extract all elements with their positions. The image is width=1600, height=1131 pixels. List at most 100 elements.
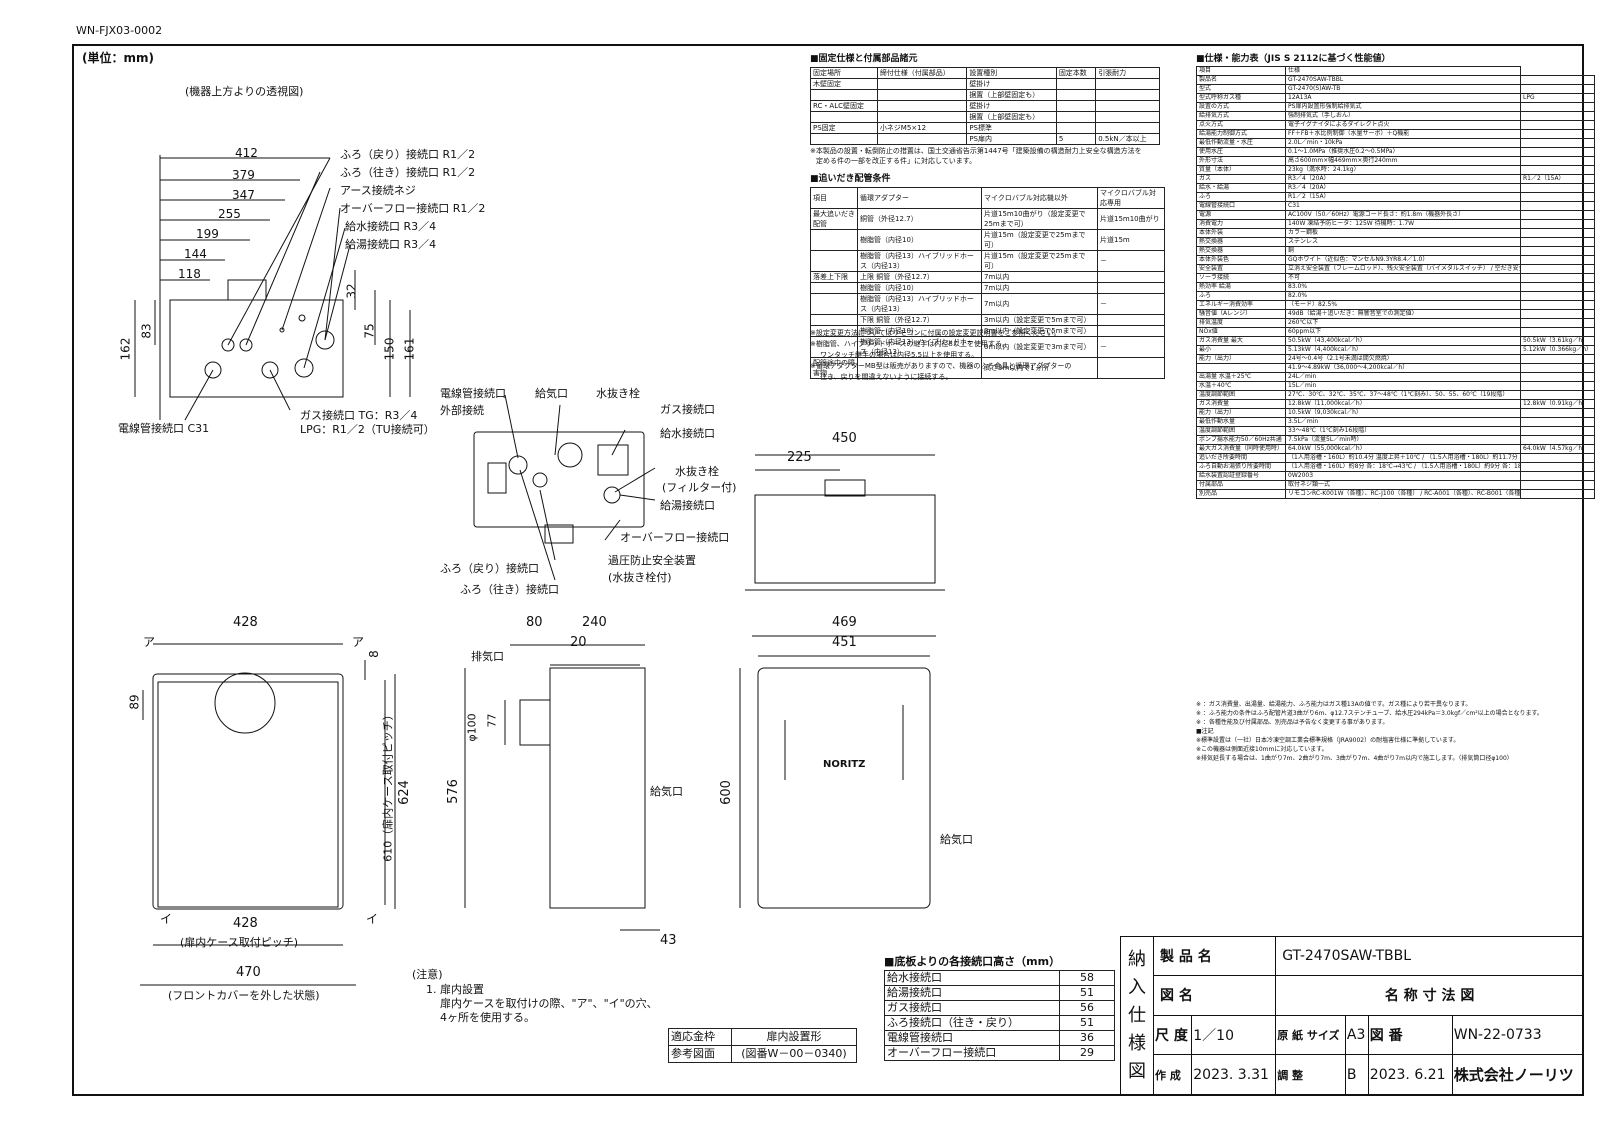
spec-row-cell-1: 23kg（満水時：24.1kg）	[1285, 165, 1522, 175]
spec-row-cell-2	[1520, 327, 1596, 337]
spec-row-cell-2	[1520, 84, 1596, 94]
tb-adj: 2023. 6.21	[1367, 1053, 1453, 1097]
spec-safety-cell-2	[1520, 264, 1596, 274]
spec-row: エネルギー消費効率（モード）82.5%	[1195, 300, 1596, 310]
spec-row-cell-2	[1520, 309, 1596, 319]
spec-row-cell-1: 50.5kW（43,400kcal／h）	[1285, 336, 1522, 346]
spec-note: ※標準設置は（一社）日本冷凍空調工業会標準規格（JRA9002）の耐塩害仕様に準…	[1196, 737, 1460, 744]
spec-row-cell-0: 付属部品	[1195, 480, 1287, 490]
bv-overflow: オーバーフロー接続口	[620, 531, 730, 544]
spec-row-cell-2	[1520, 255, 1596, 265]
spec-row-cell-2	[1520, 165, 1596, 175]
spec-row-cell-0: ポンプ揚水能力50／60Hz共通	[1195, 435, 1287, 445]
spec-row-cell-2	[1520, 435, 1596, 445]
dim-118: 118	[178, 267, 201, 281]
callout-bath-supply: ふろ（往き）接続口 R1／2	[340, 166, 476, 179]
bv-filter: (フィルター付)	[662, 481, 737, 494]
spec-reheat-cell-1: （1人用浴槽・160L）約10.4分 温度上昇＋10℃ / （1.5人用浴槽・1…	[1285, 453, 1522, 463]
fix-row-cell-0	[810, 111, 878, 123]
pipe-n1: ※設定変更方法についてはリモコンに付属の設定変更説明書をご参照ください。	[810, 329, 1061, 337]
pipe-row-cell-1: 樹脂管（内径10）	[857, 282, 982, 294]
spec-row-cell-0: 消費電力	[1195, 219, 1287, 229]
spec-row-cell-0: ガス消費量	[1195, 399, 1287, 409]
pipe-row-cell-2: 7m以内	[981, 282, 1098, 294]
sv-576: 576	[445, 779, 461, 804]
pipe-row-cell-1: 上限 銅管（外径12.7）	[857, 271, 982, 283]
tb-company: 株式会社ノーリツ	[1451, 1053, 1585, 1097]
spec-row-cell-2	[1520, 138, 1596, 148]
spec-row-cell-2	[1520, 354, 1596, 364]
fix-row-cell-0	[810, 133, 878, 145]
height-row-cell-0: 給水接続口	[884, 970, 1060, 986]
pipe-row-cell-2: 3m以内（設定変更で5mまで可）	[981, 314, 1098, 326]
spec-row-cell-2	[1520, 318, 1596, 328]
fv-451: 451	[832, 635, 857, 650]
spec-row-cell-2	[1520, 219, 1596, 229]
fix-table: 固定場所締付仕様（付属部品）設置種別固定本数引張耐力木壁固定壁掛け据置（上部壁固…	[810, 67, 1160, 145]
pipe-row-cell-3	[1096, 314, 1166, 326]
spec-row-cell-1: 12.8kW（11,000kcal／h）	[1285, 399, 1522, 409]
spec-row-cell-1: 41.9〜4.89kW（36,000〜4,200kcal／h）	[1285, 363, 1522, 373]
height-row-cell-1: 56	[1059, 1000, 1115, 1016]
dim-144: 144	[184, 247, 207, 261]
spec-row-cell-0: 熱交換器	[1195, 237, 1287, 247]
fix-row-cell-0: PS固定	[810, 122, 878, 134]
spec-row-cell-2	[1520, 363, 1596, 373]
spec-row-cell-0: 水温＋40℃	[1195, 381, 1287, 391]
fix-row-cell-1	[876, 78, 968, 90]
spec-row-cell-0: 最低作動水量	[1195, 417, 1287, 427]
dim-150: 150	[382, 337, 397, 361]
spec-row-cell-1: 82.0%	[1285, 291, 1522, 301]
fix-row-cell-0: RC・ALC壁固定	[810, 100, 878, 112]
spec-row: 質量（本体）23kg（満水時：24.1kg）	[1195, 165, 1596, 175]
tb-v1: 納	[1128, 949, 1146, 970]
spec-row-cell-0	[1195, 363, 1287, 373]
tb-paper: A3	[1344, 1014, 1369, 1055]
dim-199: 199	[196, 227, 219, 241]
dim-32: 32	[344, 283, 359, 299]
sv-240: 240	[582, 615, 607, 630]
fix-row-cell-4	[1095, 100, 1160, 112]
fix-row-cell-4: 0.5kN／本以上	[1095, 133, 1160, 145]
pipe-row: 最大追いだき配管銅管（外径12.7）片道15m10曲がり（設定変更で25mまで可…	[809, 208, 1166, 230]
spec-row-cell-0: ソーラ接続	[1195, 273, 1287, 283]
dim-255: 255	[218, 207, 241, 221]
fix-row-cell-1	[876, 133, 968, 145]
fix-header-cell-4: 引張耐力	[1095, 67, 1160, 79]
spec-row-cell-1: 0W2003	[1285, 471, 1522, 481]
fix-row-cell-4	[1095, 78, 1160, 90]
fc-428: 428	[233, 615, 258, 630]
spec-options: 別売品リモコンRC-K001W（各種）、RC-J100（各種） / RC-A00…	[1195, 489, 1596, 499]
callout-gas-2: LPG：R1／2（TU接続可）	[300, 423, 435, 436]
dim-162: 162	[118, 337, 133, 361]
spec-row-cell-0: 能力（出力）	[1195, 354, 1287, 364]
spec-row-cell-1: 64.0kW（55,000kcal／h）	[1285, 444, 1522, 454]
spec-row-cell-1: 24L／min	[1285, 372, 1522, 382]
spec-row-cell-0: ガス	[1195, 174, 1287, 184]
pipe-row: 配管途中の障害物高さ3m以内で1ヵ所	[809, 357, 1166, 379]
spec-row-cell-2	[1520, 246, 1596, 256]
spec-title: ■仕様・能力表（JIS S 2112に基づく性能値）	[1196, 54, 1391, 64]
spec-note: ※排気延長する場合は、1曲がり7m、2曲がり7m、3曲がり7m、4曲がり7m以内…	[1196, 755, 1513, 762]
spec-row-cell-1: 27℃、30℃、32℃、35℃、37〜48℃（1℃刻み）、50、55、60℃（1…	[1285, 390, 1522, 400]
spec-row-cell-1: 49dB（給湯＋追いだき：無響音室での測定値）	[1285, 309, 1522, 319]
tb-scale: 1／10	[1191, 1014, 1277, 1055]
spec-safety-cell-0: 安全装置	[1195, 264, 1287, 274]
spec-auto-cell-0: ふろ自動お湯張り所要時間	[1195, 462, 1287, 472]
spec-reheat-cell-2	[1520, 453, 1596, 463]
tb-adj-label: 調 整	[1275, 1053, 1346, 1097]
height-row: ふろ接続口（往き・戻り）51	[884, 1015, 1115, 1031]
tb-scale-label: 尺 度	[1152, 1014, 1193, 1055]
spec-row-cell-1: R3／4（20A）	[1285, 174, 1522, 184]
spec-row-cell-1: R3／4（20A）	[1285, 183, 1522, 193]
spec-row-cell-2: 5.12kW（0.366kg／h）	[1520, 345, 1596, 355]
spec-row-cell-2	[1520, 273, 1596, 283]
tb-fig: 名 称 寸 法 図	[1275, 975, 1584, 1016]
